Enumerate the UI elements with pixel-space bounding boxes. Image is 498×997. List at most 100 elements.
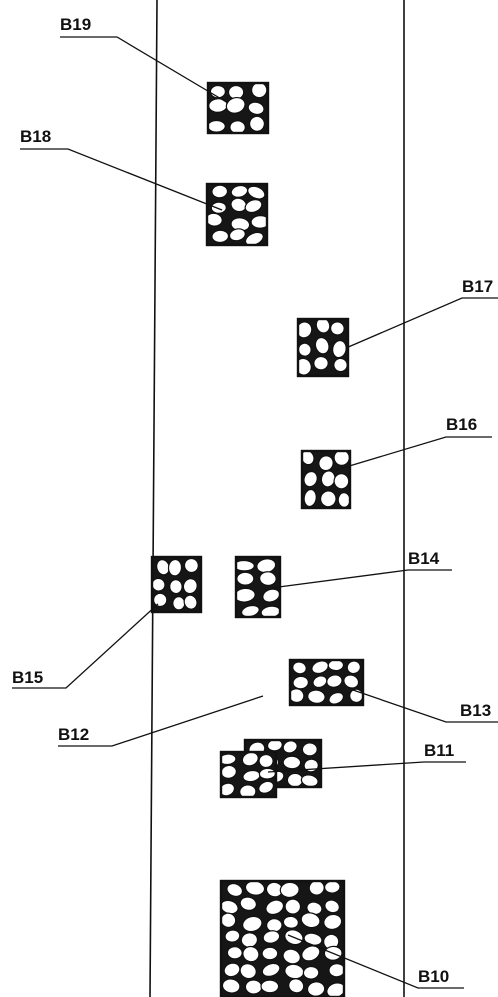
- label-b11: B11: [424, 741, 454, 760]
- stone: [167, 558, 183, 577]
- stone: [251, 83, 268, 99]
- block-b14: [234, 555, 282, 619]
- stone: [324, 899, 340, 914]
- label-b18: B18: [20, 127, 51, 146]
- stone: [207, 212, 223, 227]
- stone: [333, 473, 350, 490]
- stone: [265, 899, 285, 916]
- label-b10: B10: [418, 967, 449, 986]
- stone: [236, 587, 256, 603]
- stone: [288, 978, 305, 994]
- stone: [152, 592, 168, 608]
- stone: [290, 688, 305, 704]
- stone: [244, 979, 263, 995]
- label-b15: B15: [12, 668, 43, 687]
- stone: [172, 596, 186, 611]
- stone: [169, 579, 183, 595]
- stone: [328, 962, 344, 978]
- stone: [303, 488, 317, 508]
- stone: [260, 605, 280, 617]
- stone: [292, 675, 309, 690]
- stone: [247, 101, 265, 116]
- stone: [258, 767, 276, 780]
- leader-b14: [270, 569, 452, 589]
- stone: [258, 780, 275, 794]
- stone: [328, 691, 345, 705]
- stone: [244, 199, 263, 214]
- label-b16: B16: [446, 415, 477, 434]
- stone: [282, 755, 302, 770]
- stone: [279, 881, 300, 899]
- stone: [323, 913, 343, 931]
- stone: [261, 962, 281, 977]
- stone: [239, 784, 257, 797]
- stone: [303, 758, 319, 773]
- stone: [332, 339, 347, 359]
- label-b17: B17: [462, 277, 493, 296]
- stone: [248, 115, 266, 132]
- stone: [301, 742, 318, 757]
- stone: [303, 470, 318, 488]
- leader-b18: [20, 148, 223, 211]
- stone: [284, 898, 302, 915]
- stone: [239, 963, 257, 980]
- stone: [261, 946, 279, 961]
- leader-b10: [287, 934, 464, 989]
- stone: [307, 689, 326, 704]
- block-b13: [288, 658, 365, 707]
- stone: [242, 915, 263, 933]
- stone: [250, 214, 267, 229]
- stone: [183, 594, 198, 610]
- block-b11: [219, 750, 278, 799]
- block-b17: [296, 317, 350, 378]
- stone: [221, 753, 237, 766]
- stone: [337, 492, 350, 508]
- leader-b17: [345, 297, 498, 349]
- leader-b11: [267, 761, 466, 773]
- stone: [226, 882, 244, 898]
- stone: [260, 979, 280, 994]
- stone: [266, 740, 283, 752]
- stone: [301, 945, 321, 962]
- stone: [259, 571, 277, 587]
- stone: [223, 962, 241, 978]
- stone: [229, 120, 246, 133]
- stone: [315, 319, 331, 334]
- stone: [266, 918, 283, 933]
- leader-b12: [58, 695, 264, 747]
- stone: [298, 321, 313, 339]
- stone: [183, 557, 199, 574]
- label-b19: B19: [60, 15, 91, 34]
- stone: [302, 965, 320, 980]
- stone: [262, 930, 281, 944]
- stone: [330, 321, 345, 336]
- stone: [226, 946, 243, 960]
- stone: [258, 753, 274, 769]
- stone: [300, 912, 321, 929]
- blocks-layer: [150, 81, 365, 997]
- stone: [247, 185, 266, 200]
- stone: [210, 201, 227, 214]
- shaft-left-wall: [149, 0, 158, 997]
- stone: [286, 772, 304, 787]
- stone: [225, 96, 246, 114]
- stone: [282, 915, 299, 929]
- stone: [211, 184, 229, 199]
- stone: [208, 119, 226, 133]
- stone: [327, 660, 345, 672]
- stone: [221, 782, 236, 797]
- stone: [292, 661, 307, 675]
- stone: [308, 881, 325, 896]
- stone: [343, 674, 360, 689]
- stone: [313, 355, 329, 371]
- stone: [312, 675, 328, 689]
- stone: [228, 228, 246, 242]
- stone: [221, 978, 241, 994]
- block-labels: B19 B18 B17 B16 B15 B14 B13 B12 B11 B10: [12, 15, 493, 986]
- leader-lines: [12, 36, 498, 989]
- stone: [298, 357, 312, 376]
- stone: [239, 896, 258, 911]
- stone: [236, 559, 255, 572]
- block-b10: [219, 879, 346, 997]
